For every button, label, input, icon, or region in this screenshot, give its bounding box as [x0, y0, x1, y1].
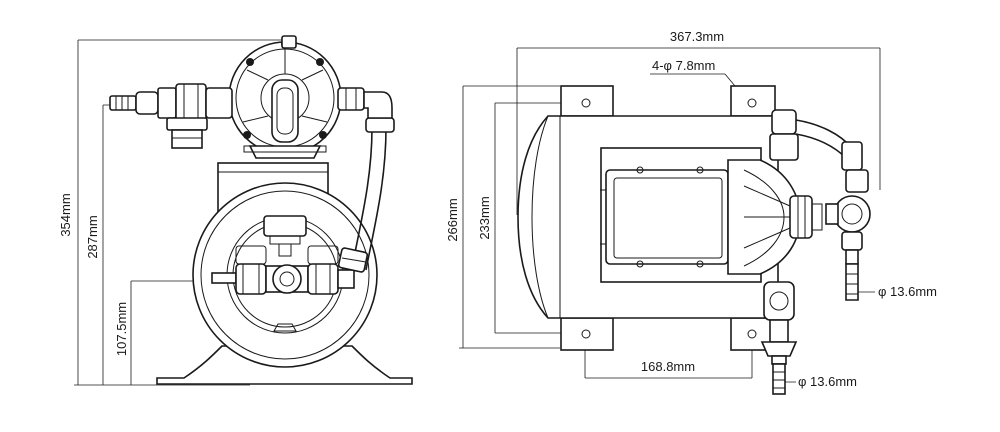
fitting-dia-1-label: φ 13.6mm: [878, 284, 937, 299]
right-view: 367.3mm 4-φ 7.8mm 266mm 233mm 168.8mm φ …: [445, 29, 937, 395]
total-height-label: 354mm: [58, 193, 73, 236]
hole-span-horizontal-label: 168.8mm: [641, 359, 695, 374]
tank-height-label: 266mm: [445, 198, 460, 241]
hole-span-vertical-label: 233mm: [477, 196, 492, 239]
left-view: 354mm 287mm 107.5mm: [58, 35, 413, 386]
pump-motor: [600, 166, 729, 268]
outlet-fitting: [337, 87, 393, 119]
overall-width-label: 367.3mm: [670, 29, 724, 44]
manifold-tee: [211, 245, 355, 295]
pump-head-side: [727, 159, 823, 275]
discharge-hose: [337, 117, 395, 273]
bottom-fitting: [760, 281, 798, 395]
upper-hose-assembly: [769, 109, 869, 193]
outlet-tee: [825, 195, 871, 301]
fitting-dia-2-label: φ 13.6mm: [798, 374, 857, 389]
outlet-height-label: 107.5mm: [114, 302, 129, 356]
pressure-gauge: [263, 215, 307, 257]
inlet-fitting: [109, 83, 233, 149]
mounting-feet: [560, 85, 776, 351]
mount-holes-label: 4-φ 7.8mm: [652, 58, 715, 73]
pump-head: [228, 35, 342, 159]
right-dimension-lines: [459, 47, 881, 383]
upper-height-label: 287mm: [85, 215, 100, 258]
left-dimension-lines: [74, 39, 292, 386]
